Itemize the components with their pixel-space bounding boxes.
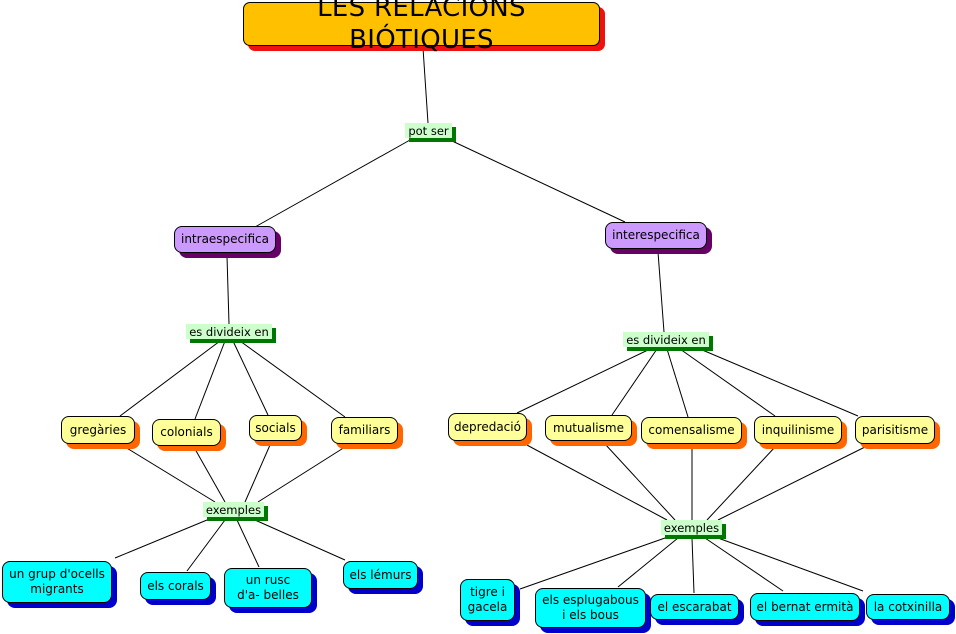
concept-gregaries: gregàries xyxy=(61,416,135,444)
edge-familiars-examples xyxy=(257,446,346,503)
main-title: LES RELACIONS BIÓTIQUES xyxy=(243,0,600,55)
link-es-divideix-en-intra: es divideix en xyxy=(186,324,272,339)
example-ocells-migrants: un grup d'ocells migrants xyxy=(2,561,112,603)
link-es-divideix-en-inter: es divideix en xyxy=(623,332,709,347)
edge-examples-cotxinilla xyxy=(717,537,864,592)
example-tigre-gacela: tigre i gacela xyxy=(460,579,515,621)
edge-divide-depredacio xyxy=(516,348,651,414)
concept-socials: socials xyxy=(249,415,302,441)
edge-divide-familiars xyxy=(239,340,346,418)
concept-mutualisme: mutualisme xyxy=(545,415,632,441)
edge-examples-lemurs xyxy=(254,519,346,561)
edge-divide-parisitisme xyxy=(699,348,859,417)
edge-colonials-examples xyxy=(194,448,226,503)
concept-inquilinisme: inquilinisme xyxy=(754,416,842,444)
edge-divide-inquilinisme xyxy=(679,348,776,417)
edge-mutualisme-examples xyxy=(604,443,676,521)
edge-socials-examples xyxy=(244,444,271,503)
concept-familiars: familiars xyxy=(331,417,398,444)
edge-gregaries-examples xyxy=(124,446,216,503)
concept-depredacio: depredació xyxy=(448,413,527,441)
link-exemples-intra: exemples xyxy=(203,502,264,517)
edge-intra-divide xyxy=(226,255,230,325)
edge-divide-socials xyxy=(232,340,269,416)
edge-potser-inter xyxy=(449,139,626,223)
edge-divide-gregaries xyxy=(119,340,221,417)
link-exemples-inter: exemples xyxy=(661,520,722,535)
concept-parisitisme: parisitisme xyxy=(855,416,935,444)
edge-parisitisme-examples xyxy=(717,446,866,521)
edge-inquilinisme-examples xyxy=(706,446,776,521)
concept-intraespecifica: intraespecifica xyxy=(174,226,276,253)
edge-inter-divide xyxy=(657,251,665,333)
example-esplugabous: els esplugabous i els bous xyxy=(535,588,646,628)
example-corals: els corals xyxy=(140,572,211,600)
example-cotxinilla: la cotxinilla xyxy=(866,594,950,620)
edge-divide-colonials xyxy=(194,340,226,420)
edge-divide-comensalisme xyxy=(666,348,689,418)
example-rusc-abelles: un rusc d'a- belles xyxy=(224,568,312,608)
edge-divide-mutualisme xyxy=(611,348,658,416)
edge-examples-ocells xyxy=(114,519,208,559)
edge-examples-escarabat xyxy=(691,537,695,594)
concept-colonials: colonials xyxy=(152,419,221,446)
concept-interespecifica: interespecifica xyxy=(605,222,707,249)
edge-examples-bernat xyxy=(704,537,784,592)
edge-examples-rusc xyxy=(236,519,260,568)
example-lemurs: els lémurs xyxy=(343,561,418,589)
edge-depredacio-examples xyxy=(524,443,668,521)
link-pot-ser: pot ser xyxy=(405,123,452,138)
example-escarabat: el escarabat xyxy=(650,594,739,620)
edge-potser-intra xyxy=(254,139,411,228)
concept-comensalisme: comensalisme xyxy=(641,417,742,444)
edge-examples-tigre xyxy=(519,537,666,590)
edge-examples-corals xyxy=(186,519,226,572)
edge-title-potser xyxy=(422,47,429,124)
example-bernat-ermita: el bernat ermità xyxy=(750,593,860,621)
edge-examples-esplugabous xyxy=(617,537,679,588)
